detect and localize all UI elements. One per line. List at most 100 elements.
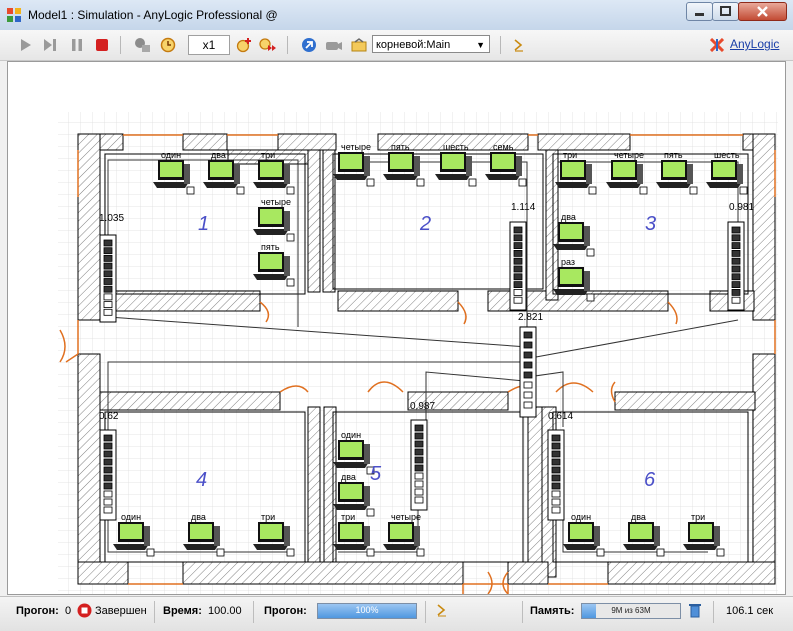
computer: семь bbox=[485, 142, 527, 187]
window-title: Model1 : Simulation - AnyLogic Professio… bbox=[28, 8, 278, 22]
tower-icon bbox=[284, 164, 290, 184]
virtual-time-button[interactable] bbox=[133, 35, 153, 55]
computer-label: шесть bbox=[443, 142, 469, 152]
computer: пять bbox=[656, 150, 698, 195]
close-button[interactable] bbox=[738, 2, 787, 21]
status-separator bbox=[154, 601, 155, 623]
tower-icon bbox=[737, 164, 743, 184]
door bbox=[279, 385, 309, 393]
computer: два bbox=[623, 512, 665, 557]
keyboard-icon bbox=[203, 182, 239, 188]
garbage-collect-icon[interactable] bbox=[688, 602, 702, 618]
home-view-button[interactable] bbox=[349, 35, 369, 55]
step-button[interactable] bbox=[41, 35, 61, 55]
tower-icon bbox=[214, 526, 220, 546]
computer: два bbox=[553, 212, 595, 257]
computer-label: один bbox=[121, 512, 141, 522]
virtual-time-icon bbox=[135, 38, 150, 52]
keyboard-icon bbox=[253, 229, 289, 235]
wall bbox=[614, 391, 756, 411]
tower-icon bbox=[364, 444, 370, 464]
network-port bbox=[656, 548, 665, 557]
screen bbox=[260, 209, 282, 224]
network-hub: 2.821 bbox=[518, 312, 543, 418]
hub-port bbox=[103, 285, 113, 293]
keyboard-icon bbox=[113, 544, 149, 550]
experiment-selector[interactable]: корневой:Main ▼ bbox=[372, 35, 490, 53]
network-port bbox=[286, 278, 295, 287]
hub-port bbox=[523, 391, 533, 399]
hub-port bbox=[551, 442, 561, 450]
wall bbox=[322, 149, 336, 293]
hub-port bbox=[731, 226, 741, 234]
network-port bbox=[216, 548, 225, 557]
pause-button[interactable] bbox=[67, 35, 87, 55]
maximize-button[interactable] bbox=[712, 2, 739, 21]
developer-panel-icon bbox=[514, 39, 523, 52]
navigate-up-button[interactable] bbox=[299, 35, 319, 55]
run-fast-button[interactable] bbox=[258, 35, 278, 55]
hub-port bbox=[551, 434, 561, 442]
computer-label: три bbox=[341, 512, 355, 522]
step-icon bbox=[44, 39, 56, 51]
hub-port bbox=[103, 482, 113, 490]
developer-panel-icon[interactable] bbox=[434, 603, 448, 617]
speed-up-icon bbox=[236, 38, 251, 53]
network-port bbox=[588, 186, 597, 195]
screen bbox=[442, 154, 464, 169]
screen bbox=[690, 524, 712, 539]
memory-text: 9M из 63M bbox=[611, 606, 651, 615]
screen bbox=[663, 162, 685, 177]
real-time-button[interactable] bbox=[158, 35, 178, 55]
hub-port bbox=[551, 474, 561, 482]
hub-port bbox=[414, 472, 424, 480]
computer: два bbox=[203, 150, 245, 195]
minimize-button[interactable] bbox=[686, 2, 713, 21]
keyboard-icon bbox=[333, 504, 369, 510]
tower-icon bbox=[584, 226, 590, 246]
tower-icon bbox=[184, 164, 190, 184]
keyboard-icon bbox=[606, 182, 642, 188]
computer: четыре bbox=[606, 150, 648, 195]
hub-port bbox=[731, 234, 741, 242]
computer-label: два bbox=[631, 512, 646, 522]
hub-port bbox=[103, 254, 113, 262]
screen bbox=[570, 524, 592, 539]
wall bbox=[182, 133, 228, 151]
speed-display: x1 bbox=[188, 35, 230, 55]
tower-icon bbox=[414, 526, 420, 546]
hub-port bbox=[513, 249, 523, 257]
toggle-developer-panel-button[interactable] bbox=[508, 35, 528, 55]
camera-button[interactable] bbox=[324, 35, 344, 55]
run-button[interactable] bbox=[16, 35, 36, 55]
cable bbox=[425, 371, 537, 427]
speed-up-button[interactable] bbox=[234, 35, 254, 55]
stop-button[interactable] bbox=[92, 35, 112, 55]
tower-icon bbox=[586, 164, 592, 184]
play-icon bbox=[21, 39, 31, 51]
anylogic-link[interactable]: AnyLogic bbox=[730, 37, 780, 51]
network-port bbox=[639, 186, 648, 195]
hub-port bbox=[551, 458, 561, 466]
toolbar-separator bbox=[500, 36, 501, 54]
tower-icon bbox=[284, 526, 290, 546]
hub-port bbox=[513, 234, 523, 242]
screen bbox=[260, 162, 282, 177]
hub-port bbox=[731, 257, 741, 265]
tower-icon bbox=[594, 526, 600, 546]
run-state: Завершен bbox=[95, 605, 147, 617]
door bbox=[487, 571, 493, 594]
wall bbox=[307, 406, 321, 578]
computer-label: один bbox=[341, 430, 361, 440]
computer: три bbox=[683, 512, 725, 557]
hub-port bbox=[103, 458, 113, 466]
computer-label: раз bbox=[561, 257, 575, 267]
experiment-selector-value: корневой:Main bbox=[376, 39, 451, 51]
computer: пять bbox=[383, 142, 425, 187]
computer: шесть bbox=[706, 150, 748, 195]
wall bbox=[182, 561, 464, 585]
elapsed-time: 106.1 сек bbox=[726, 605, 774, 617]
